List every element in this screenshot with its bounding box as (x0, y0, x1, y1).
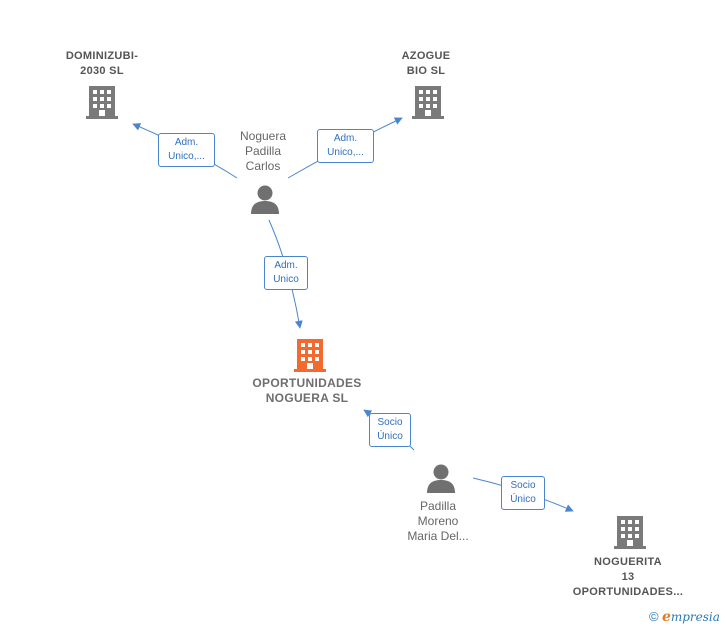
person-icon[interactable] (427, 464, 455, 494)
company-label-noguerita[interactable]: NOGUERITA 13 OPORTUNIDADES... (572, 556, 684, 598)
building-icon[interactable] (412, 86, 444, 119)
edge-label-carlos-oportunidades: Adm. Unico (264, 256, 308, 290)
company-label-azogue[interactable]: AZOGUE BIO SL (401, 50, 451, 77)
person-label-noguera-carlos[interactable]: Noguera Padilla Carlos (239, 129, 287, 173)
company-label-dominizubi[interactable]: DOMINIZUBI- 2030 SL (65, 50, 139, 77)
empresia-logo[interactable]: © empresia (649, 609, 720, 625)
building-icon-focus[interactable] (294, 339, 326, 372)
edge-label-carlos-azogue: Adm. Unico,... (317, 129, 374, 163)
company-label-oportunidades[interactable]: OPORTUNIDADES NOGUERA SL (252, 376, 362, 405)
edge-label-carlos-dominizubi: Adm. Unico,... (158, 133, 215, 167)
edge-label-maria-oportunidades: Socio Único (369, 413, 411, 447)
person-label-padilla-maria[interactable]: Padilla Moreno Maria Del... (407, 499, 469, 543)
brand-name: mpresia (670, 610, 720, 624)
copyright-icon: © (649, 609, 659, 624)
person-icon[interactable] (251, 185, 279, 215)
building-icon[interactable] (614, 516, 646, 549)
edge-label-maria-noguerita: Socio Único (501, 476, 545, 510)
brand-e: e (661, 609, 671, 625)
building-icon[interactable] (86, 86, 118, 119)
